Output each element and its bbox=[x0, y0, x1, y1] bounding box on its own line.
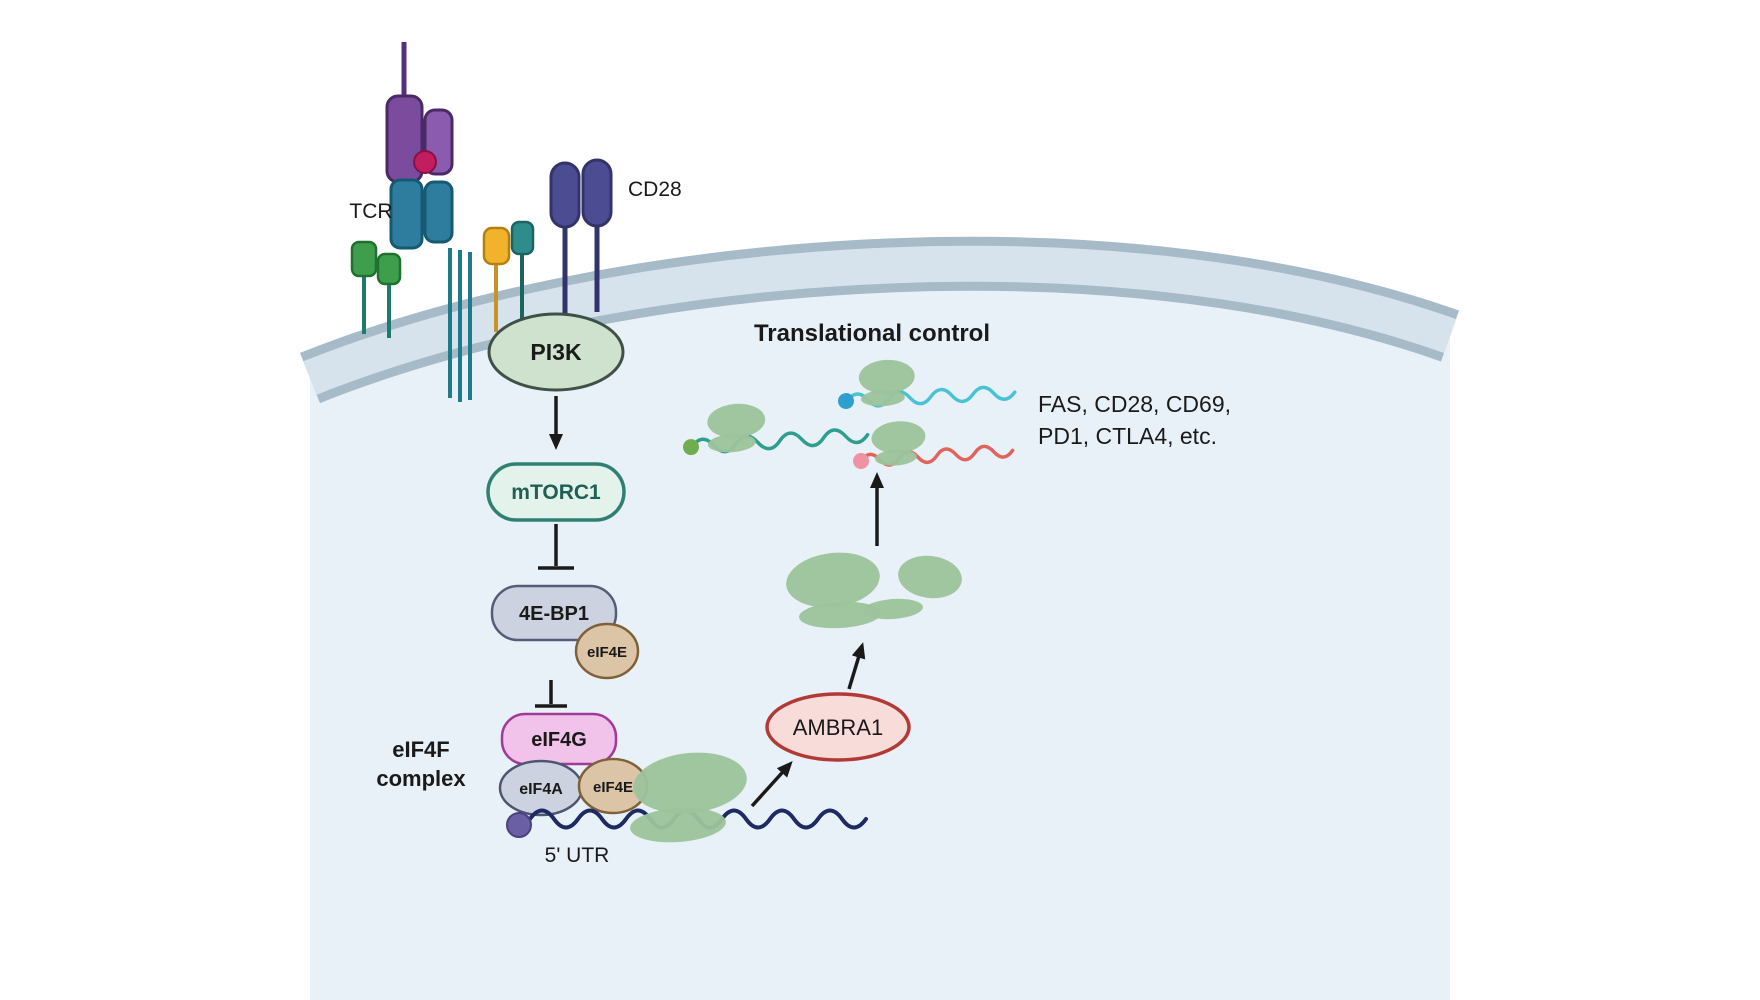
ribosome-large-subunit-icon bbox=[786, 552, 880, 608]
ribosome-small-subunit-icon bbox=[860, 390, 905, 407]
eif4e-sequestered-node bbox=[574, 622, 640, 680]
cd3-chain-icon bbox=[350, 240, 378, 278]
ribosome-large-subunit-icon bbox=[707, 403, 766, 438]
arrow-ribosome-to-ambra1-icon bbox=[750, 761, 793, 808]
tcr-teal-subunit-icon bbox=[389, 178, 424, 250]
ambra1-label: AMBRA1 bbox=[793, 715, 883, 740]
ribosome-large-subunit-icon bbox=[898, 555, 962, 599]
4e-bp1-node bbox=[490, 584, 618, 642]
eif4f-complex-label-line2: complex bbox=[376, 766, 466, 791]
polysome-coral-icon bbox=[853, 421, 1015, 469]
ribosome-small-subunit-icon bbox=[799, 601, 881, 629]
target-genes-line2: PD1, CTLA4, etc. bbox=[1038, 423, 1217, 449]
4e-bp1-label: 4E-BP1 bbox=[519, 603, 589, 625]
ribosome-small-subunit-icon bbox=[863, 598, 923, 620]
inhibition-4ebp1-to-eif4f-icon bbox=[535, 680, 567, 708]
mtorc1-label: mTORC1 bbox=[511, 481, 601, 504]
polysome-cyan-icon bbox=[838, 359, 1017, 410]
eif4e-sequestered-label: eIF4E bbox=[587, 644, 627, 661]
translational-control-title: Translational control bbox=[754, 320, 990, 347]
five-prime-utr-label: 5' UTR bbox=[545, 844, 610, 867]
zeta-chain-icon bbox=[482, 226, 511, 266]
accessory-chain-icon bbox=[510, 220, 535, 256]
eif4a-label: eIF4A bbox=[519, 781, 563, 798]
pi3k-node bbox=[487, 312, 625, 392]
pi3k-label: PI3K bbox=[530, 339, 582, 365]
cd28-subunit-icon bbox=[549, 161, 581, 229]
ribosome-subunits-icon bbox=[786, 552, 962, 629]
tcr-receptor-icon bbox=[350, 42, 535, 402]
mrna-cap-icon bbox=[506, 812, 532, 838]
cd28-subunit-icon bbox=[581, 158, 613, 228]
polysome-teal-icon bbox=[683, 403, 870, 456]
mrna-cap-icon bbox=[838, 393, 855, 410]
ribosome-small-subunit-icon bbox=[874, 449, 917, 466]
eif4g-label: eIF4G bbox=[531, 729, 587, 751]
mtorc1-node bbox=[486, 462, 626, 522]
cd3-chain-icon bbox=[376, 252, 402, 286]
ribosome-large-subunit-icon bbox=[633, 752, 747, 814]
eif4f-complex-node: eIF4G eIF4A eIF4E bbox=[498, 712, 649, 817]
ribosome-large-subunit-icon bbox=[871, 421, 926, 454]
tcr-label: TCR bbox=[349, 200, 392, 223]
eif4e-cap-binding-label: eIF4E bbox=[593, 779, 633, 796]
tcr-teal-subunit-icon bbox=[423, 180, 454, 244]
mrna-cap-icon bbox=[683, 439, 700, 456]
cd28-label: CD28 bbox=[628, 178, 682, 201]
ambra1-node bbox=[765, 692, 911, 762]
eif4f-complex-label-line1: eIF4F bbox=[392, 737, 449, 762]
mrna-cap-icon bbox=[853, 453, 869, 469]
antigen-dot-icon bbox=[413, 150, 437, 174]
ribosome-small-subunit-icon bbox=[630, 807, 726, 843]
ribosome-small-subunit-icon bbox=[707, 434, 756, 453]
arrow-ambra1-to-ribosomes-icon bbox=[847, 642, 866, 690]
ribosome-large-subunit-icon bbox=[858, 359, 915, 394]
target-genes-line1: FAS, CD28, CD69, bbox=[1038, 391, 1231, 417]
cell-interior bbox=[310, 263, 1450, 1000]
cd28-receptor-icon bbox=[549, 158, 613, 316]
inhibition-mtorc1-to-4ebp1-icon bbox=[538, 524, 574, 570]
